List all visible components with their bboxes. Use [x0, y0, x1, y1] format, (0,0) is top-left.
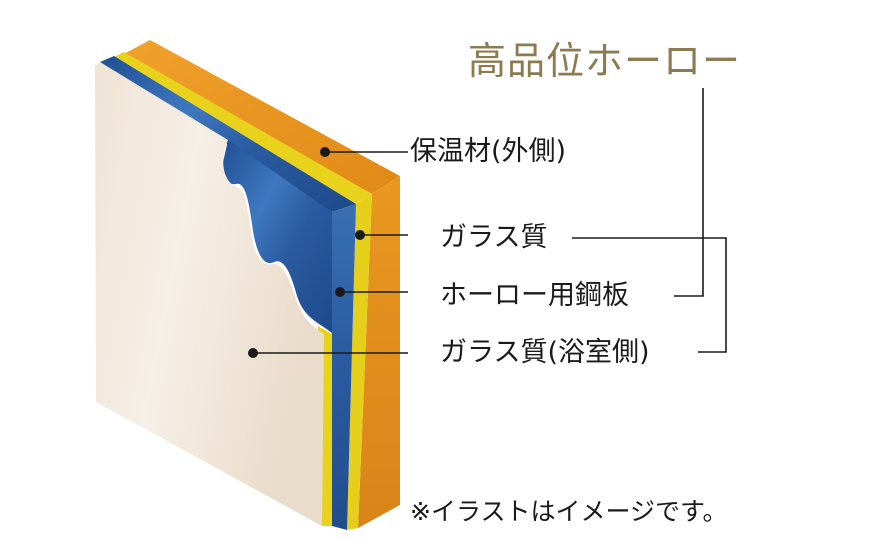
glass-layer-outer-edge: [347, 194, 372, 530]
leader-lines: [253, 88, 727, 354]
diagram-title: 高品位ホーロー: [468, 39, 742, 83]
leader-dot-steel: [335, 287, 345, 297]
label-insulation-outer: 保温材(外側): [410, 136, 567, 167]
insulation-side-face: [358, 176, 400, 528]
steel-plate-exposed-region: [222, 140, 332, 333]
insulation-top-face: [120, 40, 400, 194]
leader-dot-glass-bath: [248, 348, 258, 358]
label-glass-layer: ガラス質: [440, 222, 548, 253]
leader-dot-glass: [355, 230, 365, 240]
label-glass-layer-bath-side: ガラス質(浴室側): [440, 337, 650, 368]
steel-plate-side-edge: [332, 204, 356, 530]
illustration-note: ※イラストはイメージです。: [410, 497, 728, 526]
glass-layer-outer-strip: [112, 52, 372, 204]
bath-side-surface: [95, 62, 324, 526]
leader-dot-insulation: [320, 147, 330, 157]
label-enamel-steel-plate: ホーロー用鋼板: [440, 280, 629, 311]
steel-plate-top-strip: [100, 56, 356, 212]
